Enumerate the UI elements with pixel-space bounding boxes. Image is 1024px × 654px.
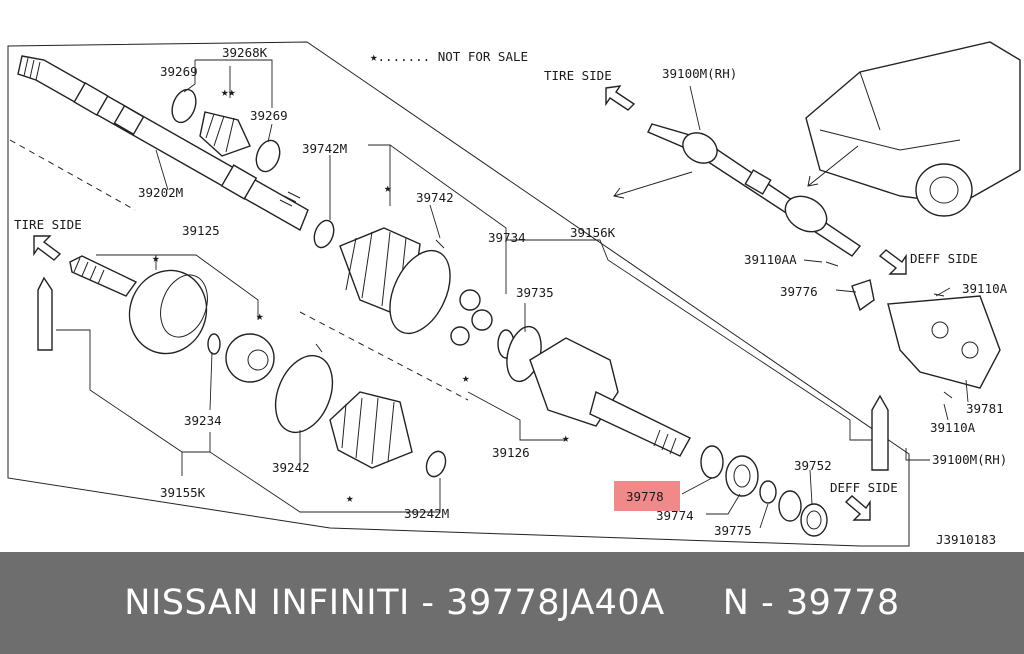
seal-set-397xx [700,445,828,537]
driveshaft-39202M [17,55,309,232]
bracket-39781 [825,261,1001,399]
svg-text:★: ★ [346,490,354,505]
label-39242: 39242 [272,460,310,475]
label-39100M-right: 39100M(RH) [932,452,1007,467]
stand-icon-left [37,276,53,351]
label-39100M-top: 39100M(RH) [662,66,737,81]
outer-joint-39125 [69,255,275,383]
diagram-frame [7,41,910,547]
label-39775: 39775 [714,523,752,538]
svg-text:★: ★ [462,370,470,385]
boot-kit-39268K: ★ [171,84,281,173]
label-deff-side-bottom: DEFF SIDE [830,480,898,495]
label-39774: 39774 [656,508,694,523]
label-tire-side-top: TIRE SIDE [544,68,612,83]
tire-side-arrow-top [605,85,636,111]
deff-side-arrow-right [878,249,907,275]
highlight-box-39778 [614,481,680,511]
svg-text:★: ★ [256,308,264,323]
label-39269b: 39269 [250,108,288,123]
label-39156K: 39156K [570,225,616,240]
label-39742: 39742 [416,190,454,205]
part-number-banner: NISSAN INFINITI - 39778JA40A N - 39778 [0,552,1024,654]
car-illustration [805,41,1021,217]
pointer-arrow-assembly [613,171,693,199]
driveshaft-assembly-39100M [647,123,862,257]
label-39778: 39778 [626,489,664,504]
label-tire-side-left: TIRE SIDE [14,217,82,232]
label-39269a: 39269 [160,64,198,79]
exploded-parts-diagram: ★ [7,41,1021,547]
label-39752: 39752 [794,458,832,473]
label-39735: 39735 [516,285,554,300]
label-39126: 39126 [492,445,530,460]
svg-text:★: ★ [221,84,229,99]
label-39734: 39734 [488,230,526,245]
label-39742M: 39742M [302,141,347,156]
dashed-guide-left [9,139,136,211]
label-deff-side-right: DEFF SIDE [910,251,978,266]
drawing-number: J3910183 [936,532,996,547]
label-39242M: 39242M [404,506,449,521]
label-39125: 39125 [182,223,220,238]
svg-text:★: ★ [228,84,236,99]
svg-text:★: ★ [562,430,570,445]
label-39155K: 39155K [160,485,206,500]
label-39776: 39776 [780,284,818,299]
joint-housing-39156K [529,337,691,457]
label-39234: 39234 [184,413,222,428]
label-39781: 39781 [966,401,1004,416]
label-39110A-bottom: 39110A [930,420,976,435]
tire-side-arrow-left [33,235,62,261]
leader-lines [56,59,969,529]
label-39268K: 39268K [222,45,268,60]
stand-icon-right [871,394,889,471]
label-39110AA: 39110AA [744,252,797,267]
pointer-arrow-car [807,145,859,187]
deff-side-arrow-bottom [844,495,871,521]
dashed-guide-mid [299,311,469,401]
boot-kit-39742 [313,219,451,335]
legend-not-for-sale: ★....... NOT FOR SALE [370,49,528,64]
label-39202M: 39202M [138,185,183,200]
label-39110A-top: 39110A [962,281,1008,296]
boot-kit-39242 [274,343,447,478]
svg-text:★: ★ [384,180,392,195]
